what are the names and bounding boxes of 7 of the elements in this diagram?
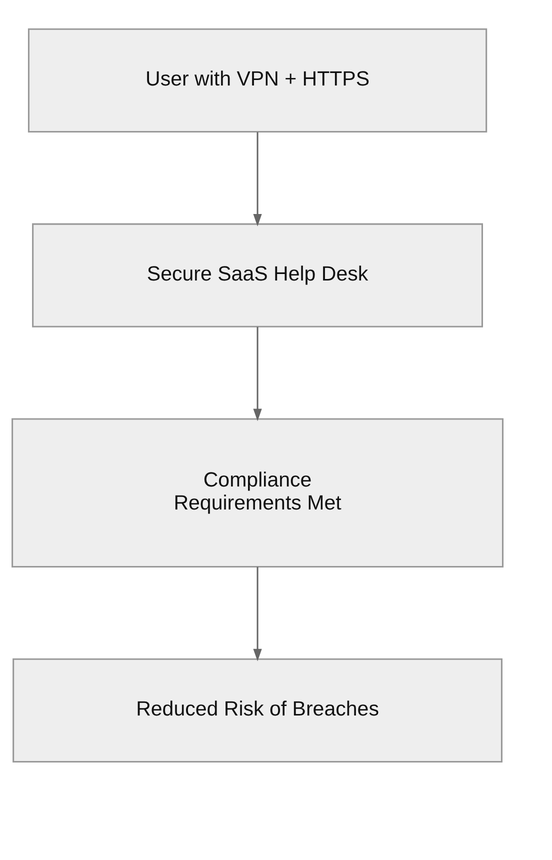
node-box: User with VPN + HTTPS xyxy=(28,28,488,132)
arrow xyxy=(253,566,262,661)
node-box: Reduced Risk of Breaches xyxy=(12,658,502,762)
node-box: Secure SaaS Help Desk xyxy=(32,222,483,327)
arrow xyxy=(253,326,262,421)
node-box: Compliance Requirements Met xyxy=(12,418,504,568)
arrow xyxy=(253,132,262,226)
